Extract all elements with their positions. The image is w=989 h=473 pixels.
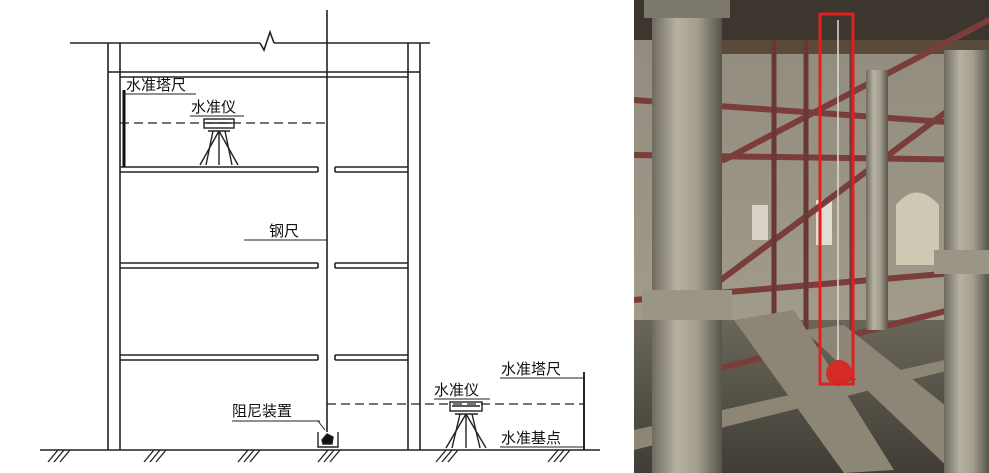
bottom-level-instrument-icon — [445, 401, 487, 449]
photo-window-1 — [752, 205, 768, 240]
label-level-top: 水准仪 — [191, 98, 236, 116]
label-staff-top: 水准塔尺 — [126, 76, 186, 94]
damper-leader-tick — [317, 420, 326, 431]
photo-column-mid — [866, 70, 888, 330]
roof-line — [70, 29, 430, 52]
photo-boards — [634, 310, 989, 473]
measurement-diagram: 水准塔尺 水准仪 钢尺 阻尼装置 水准仪 水准塔尺 水准基点 — [40, 10, 600, 463]
top-level-instrument-icon — [199, 118, 239, 166]
label-staff-bottom: 水准塔尺 — [501, 360, 561, 378]
label-steel-tape: 钢尺 — [269, 222, 299, 240]
label-level-bottom: 水准仪 — [434, 381, 479, 399]
photo-column-right — [934, 50, 989, 473]
photo-tape-weight — [826, 360, 852, 386]
label-benchmark: 水准基点 — [501, 429, 561, 447]
photo-highlight-box — [818, 12, 855, 386]
photo-column-left — [642, 0, 732, 473]
site-photo — [634, 0, 989, 473]
floor-slabs — [120, 166, 408, 361]
label-damper: 阻尼装置 — [232, 402, 292, 420]
damper-device-icon — [317, 432, 339, 448]
building-frame — [107, 43, 421, 450]
ground-hatch — [47, 449, 571, 463]
photo-window-3 — [896, 192, 939, 265]
